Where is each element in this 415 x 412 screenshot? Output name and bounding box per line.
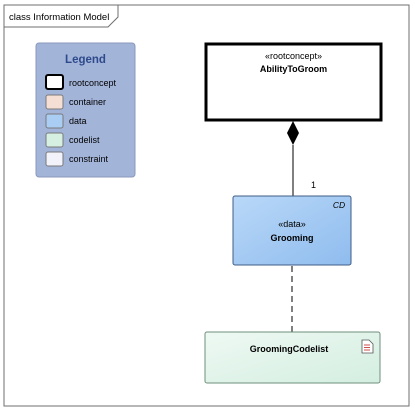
codelist-document-icon bbox=[361, 339, 374, 354]
legend-swatch-constraint bbox=[45, 151, 64, 167]
legend-swatch-container bbox=[45, 94, 64, 110]
node-ability-to-groom-stereotype: «rootconcept» bbox=[265, 51, 322, 61]
legend-swatch-rootconcept bbox=[45, 74, 64, 90]
legend-label-data: data bbox=[69, 116, 87, 126]
node-grooming-name: Grooming bbox=[271, 233, 314, 243]
legend-title: Legend bbox=[65, 54, 106, 66]
frame-title: class Information Model bbox=[9, 12, 109, 23]
node-grooming[interactable]: CD «data» Grooming bbox=[232, 195, 352, 266]
legend-label-container: container bbox=[69, 97, 106, 107]
legend-label-codelist: codelist bbox=[69, 135, 100, 145]
composition-diamond bbox=[287, 121, 299, 145]
node-grooming-box[interactable] bbox=[232, 195, 352, 266]
node-ability-to-groom-box[interactable] bbox=[204, 42, 383, 122]
legend-swatch-data bbox=[45, 113, 64, 129]
node-ability-to-groom[interactable]: «rootconcept» AbilityToGroom bbox=[204, 42, 383, 122]
frame-title-tab bbox=[3, 4, 119, 28]
node-grooming-tag: CD bbox=[333, 200, 345, 210]
legend-label-rootconcept: rootconcept bbox=[69, 78, 117, 88]
legend: Legend rootconcept container data codeli… bbox=[35, 42, 136, 178]
node-grooming-stereotype: «data» bbox=[278, 219, 306, 229]
edge-composition: 1 bbox=[287, 121, 316, 196]
legend-label-constraint: constraint bbox=[69, 154, 109, 164]
node-grooming-codelist[interactable]: GroomingCodelist bbox=[204, 331, 381, 384]
multiplicity-label: 1 bbox=[311, 180, 316, 190]
node-grooming-codelist-box[interactable] bbox=[204, 331, 381, 384]
node-ability-to-groom-name: AbilityToGroom bbox=[260, 64, 327, 74]
node-grooming-codelist-name: GroomingCodelist bbox=[250, 344, 329, 354]
legend-swatch-codelist bbox=[45, 132, 64, 148]
